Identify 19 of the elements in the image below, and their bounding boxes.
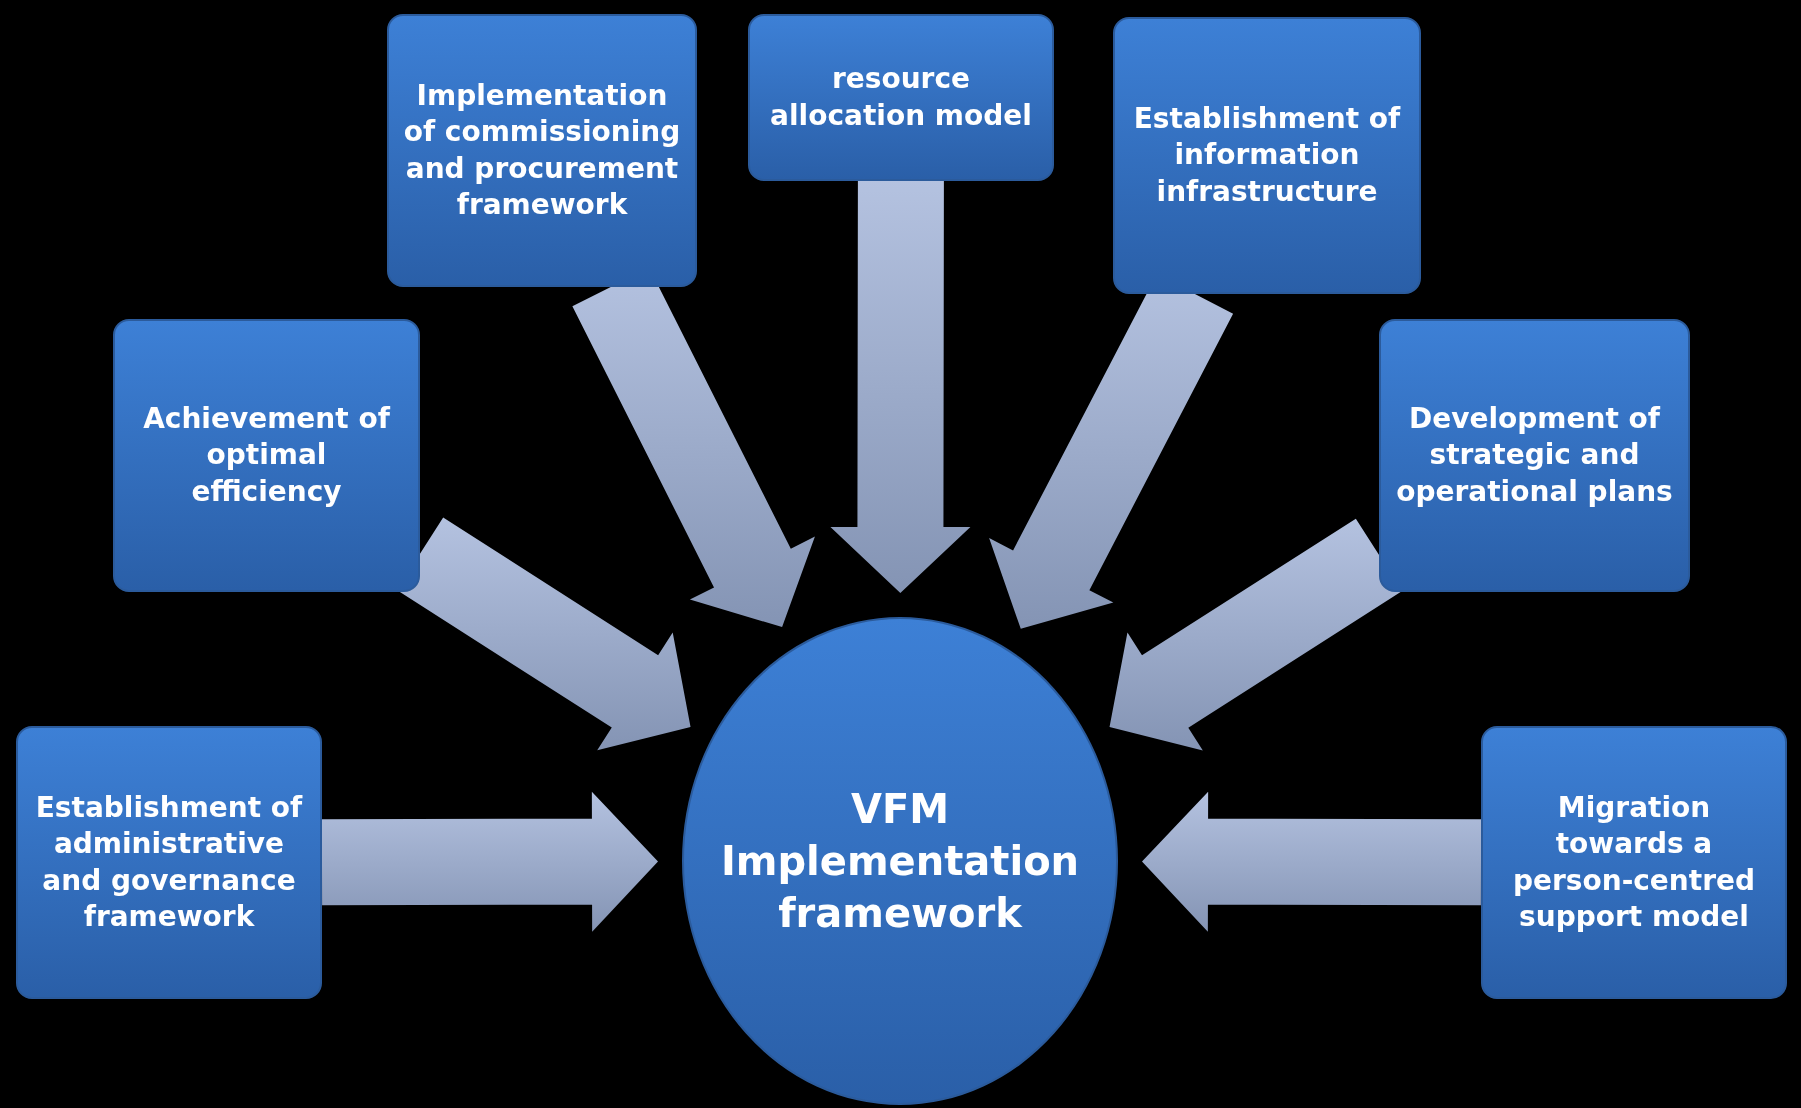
process-box (1481, 726, 1787, 999)
block-arrow (321, 791, 658, 932)
block-arrow (830, 180, 971, 593)
process-box (1113, 17, 1421, 294)
process-box (113, 319, 420, 592)
box-label: Development of strategic and operational plans (1395, 400, 1674, 510)
box-label: Establishment of administrative and governance framework (34, 789, 304, 935)
process-box (16, 726, 322, 999)
box-label: Achievement of optimal efficiency (142, 400, 392, 510)
block-arrow (1142, 791, 1482, 932)
box-label: resource allocation model (769, 61, 1033, 134)
box-label: Migration towards a person-centred support model (1511, 789, 1756, 935)
box-label: Implementation of commissioning and procurement framework (402, 77, 682, 223)
center-label: VFM Implementation framework (719, 785, 1081, 938)
box-label: Establishment of information infrastructure (1132, 100, 1402, 210)
block-arrow (1109, 518, 1403, 751)
process-box (387, 14, 697, 287)
process-box (748, 14, 1054, 181)
process-box (1379, 319, 1690, 592)
